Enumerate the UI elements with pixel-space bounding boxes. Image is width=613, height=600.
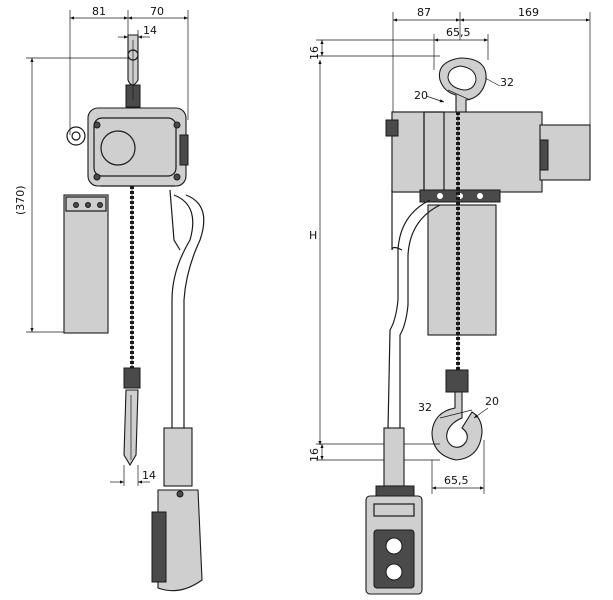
right-top-offset: 16 xyxy=(308,39,440,60)
left-side-box xyxy=(63,194,109,334)
dim-370: (370) xyxy=(14,185,27,215)
right-top-hook: 20 32 xyxy=(414,57,514,113)
right-top-dimension: 87 169 xyxy=(392,6,591,130)
dim-65-5-bottom: 65,5 xyxy=(444,474,469,487)
dim-32-top: 32 xyxy=(500,76,514,89)
dim-70: 70 xyxy=(150,5,164,18)
left-hoist-body xyxy=(66,107,189,187)
right-cable xyxy=(387,190,441,431)
dim-H: H xyxy=(309,229,317,242)
right-lift-dimension: H xyxy=(309,60,322,445)
dim-20-top: 20 xyxy=(414,89,428,102)
left-view: 81 70 14 (370) xyxy=(14,5,205,592)
dim-87: 87 xyxy=(417,6,431,19)
left-pendant xyxy=(151,427,203,592)
dim-16-bottom: 16 xyxy=(308,448,321,462)
right-view: 87 169 65,5 16 20 32 xyxy=(308,6,591,595)
right-side-box xyxy=(427,204,497,336)
dim-169: 169 xyxy=(518,6,539,19)
right-hoist-body xyxy=(385,111,591,203)
right-pendant xyxy=(365,427,423,595)
right-bottom-hook-width: 65,5 xyxy=(431,440,485,494)
dim-81: 81 xyxy=(92,5,106,18)
dim-65-5-top: 65,5 xyxy=(446,26,471,39)
left-top-hook xyxy=(125,34,141,108)
dim-32-bottom: 32 xyxy=(418,401,432,414)
left-cable xyxy=(169,189,205,430)
left-top-dimension: 81 70 xyxy=(69,5,189,135)
dim-14-top: 14 xyxy=(143,24,157,37)
dim-16-top: 16 xyxy=(308,46,321,60)
right-bottom-offset: 16 xyxy=(308,443,440,462)
left-hook-bottom-dimension: 14 xyxy=(110,465,156,486)
right-bottom-hook: 32 20 xyxy=(418,369,499,461)
left-height-dimension: (370) xyxy=(14,57,130,333)
left-bottom-hook xyxy=(123,367,141,467)
dim-20-bottom: 20 xyxy=(485,395,499,408)
dim-14-bottom: 14 xyxy=(142,469,156,482)
